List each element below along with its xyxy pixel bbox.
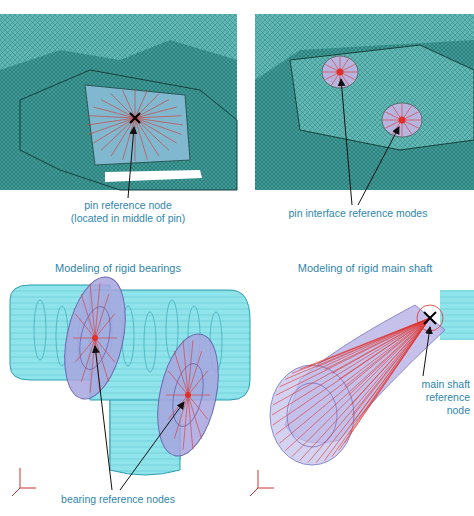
constraint-line — [111, 118, 135, 156]
constraint-line — [135, 100, 169, 118]
constraint-line — [95, 338, 117, 339]
callout-label: main shaft reference node — [414, 378, 470, 417]
constraint-line — [344, 318, 430, 387]
bearing-ring — [34, 300, 46, 360]
constraint-line — [168, 395, 188, 419]
constraint-line — [285, 318, 430, 379]
constraint-line — [280, 318, 430, 387]
constraint-line — [188, 395, 208, 419]
constraint-line — [95, 294, 109, 338]
constraint-line — [275, 318, 430, 435]
constraint-line — [273, 318, 430, 425]
constraint-line — [308, 318, 430, 367]
pin-panel — [0, 14, 237, 190]
constraint-line — [188, 351, 202, 395]
constraint-line — [351, 318, 430, 405]
constraint-line — [308, 318, 430, 463]
constraint-line — [135, 90, 147, 118]
constraint-line — [168, 371, 188, 395]
constraint-line — [101, 100, 135, 118]
leader-lines — [95, 79, 430, 490]
constraint-line — [292, 318, 430, 373]
constraint-line — [280, 318, 430, 443]
callout-note: (located in middle of pin) — [71, 212, 185, 225]
constraint-line — [292, 318, 430, 457]
constraint-line — [166, 395, 188, 396]
constraint-line — [75, 338, 95, 362]
panel-title: Modeling of rigid main shaft — [298, 262, 433, 275]
constraint-line — [93, 107, 135, 118]
callout-label: pin interface reference modes — [289, 207, 428, 220]
bearing-panel — [10, 272, 250, 496]
constraint-line — [135, 116, 181, 118]
constraint-line — [349, 318, 430, 395]
shaft-panel — [250, 290, 474, 496]
constraint-line — [135, 118, 183, 125]
constraint-line — [73, 338, 95, 339]
panel-title: Modeling of rigid bearings — [55, 262, 181, 275]
constraint-line — [174, 395, 188, 439]
constraint-line — [332, 318, 430, 373]
constraint-line — [275, 318, 430, 395]
constraint-line — [300, 318, 430, 461]
constraint-line — [95, 338, 115, 362]
constraint-line — [316, 318, 430, 367]
constraint-line — [135, 118, 136, 161]
constraint-line — [81, 338, 95, 382]
constraint-line — [324, 318, 430, 369]
callout-label: pin reference node — [84, 199, 172, 212]
constraint-line — [188, 395, 210, 396]
constraint-line — [123, 90, 135, 118]
constraint-line — [273, 318, 430, 405]
constraint-line — [339, 318, 430, 379]
constraint-line — [135, 89, 136, 118]
constraint-line — [188, 371, 208, 395]
pin-interface-panel — [255, 14, 474, 190]
constraint-line — [90, 283, 95, 338]
constraint-line — [316, 318, 430, 463]
constraint-line — [95, 314, 115, 338]
constraint-line — [135, 118, 159, 156]
constraint-line — [135, 118, 147, 160]
constraint-line — [89, 118, 135, 134]
constraint-line — [285, 318, 430, 451]
callout-label: bearing reference nodes — [61, 493, 175, 506]
constraint-line — [75, 314, 95, 338]
constraint-line — [272, 318, 430, 415]
constraint-line — [188, 395, 193, 450]
constraint-line — [183, 340, 188, 395]
constraint-line — [87, 118, 135, 125]
bearing-ring — [144, 312, 156, 372]
